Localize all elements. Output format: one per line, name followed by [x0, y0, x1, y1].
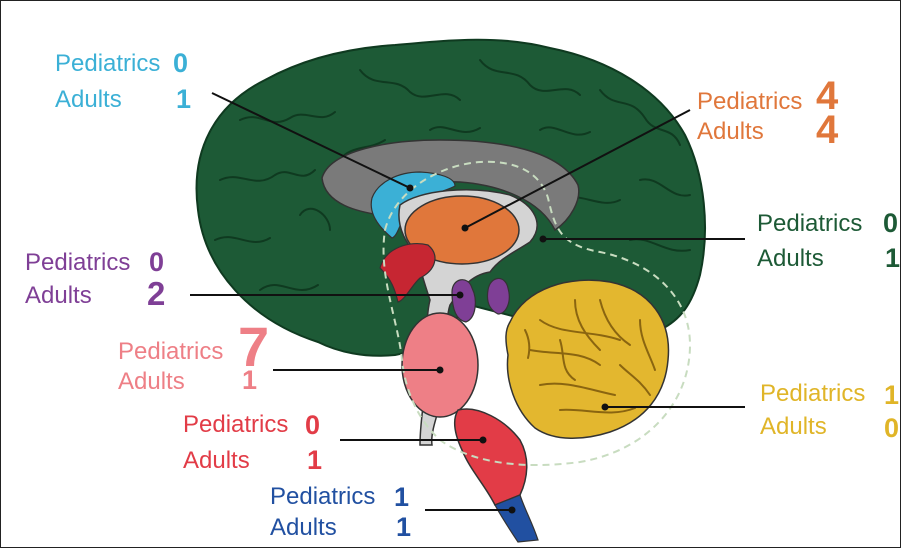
- adults-value: 1: [242, 367, 257, 394]
- adults-value: 2: [147, 277, 165, 310]
- adults-value: 1: [885, 245, 900, 272]
- pediatrics-label: Pediatrics: [118, 340, 223, 364]
- pediatrics-label: Pediatrics: [697, 90, 802, 114]
- pediatrics-label: Pediatrics: [183, 413, 288, 437]
- adults-label: Adults: [118, 370, 185, 394]
- pediatrics-label: Pediatrics: [760, 382, 865, 406]
- adults-value: 1: [307, 447, 322, 474]
- adults-label: Adults: [25, 284, 92, 308]
- pediatrics-value: 1: [394, 484, 409, 511]
- pediatrics-value: 0: [305, 412, 320, 439]
- spinal-cord-shape: [495, 495, 538, 542]
- pediatrics-label: Pediatrics: [757, 212, 862, 236]
- pediatrics-label: Pediatrics: [25, 251, 130, 275]
- adults-label: Adults: [760, 415, 827, 439]
- adults-label: Adults: [697, 120, 764, 144]
- pediatrics-label: Pediatrics: [55, 52, 160, 76]
- adults-value: 1: [176, 86, 191, 113]
- medulla-shape: [455, 409, 527, 505]
- adults-value: 1: [396, 514, 411, 541]
- pediatrics-value: 1: [884, 382, 899, 409]
- mammillary-shape: [487, 278, 509, 314]
- cerebellum-shape: [506, 280, 669, 438]
- pediatrics-label: Pediatrics: [270, 485, 375, 509]
- pediatrics-value: 0: [173, 50, 188, 77]
- adults-label: Adults: [55, 88, 122, 112]
- adults-value: 4: [816, 110, 838, 150]
- adults-label: Adults: [757, 247, 824, 271]
- adults-label: Adults: [183, 449, 250, 473]
- pediatrics-value: 0: [149, 249, 164, 276]
- adults-value: 0: [884, 415, 899, 442]
- pediatrics-value: 0: [883, 210, 898, 237]
- adults-label: Adults: [270, 516, 337, 540]
